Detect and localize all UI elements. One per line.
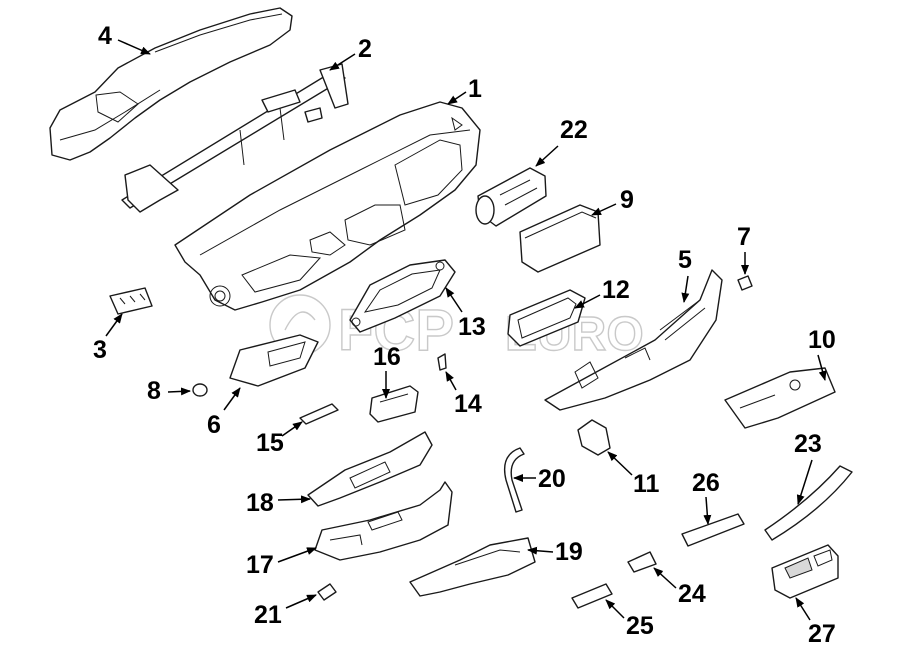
- callout-18: 18: [246, 489, 274, 517]
- callout-16: 16: [373, 343, 401, 371]
- callouts: 1 2 3 4 5 6 7 8 9 10 11 12 13: [93, 22, 836, 648]
- part-14-clip: [437, 353, 447, 371]
- part-22-column-housing: [475, 167, 547, 227]
- part-11-bracket: [577, 419, 611, 456]
- callout-27: 27: [808, 620, 836, 648]
- part-1-dashboard: [174, 101, 481, 311]
- callout-14: 14: [454, 390, 482, 418]
- part-10-cover-panel: [724, 367, 836, 429]
- callout-3: 3: [93, 336, 107, 364]
- callout-5: 5: [678, 246, 692, 274]
- part-8-clip: [192, 383, 208, 397]
- callout-6: 6: [207, 411, 221, 439]
- part-26-trim-strip: [681, 513, 745, 547]
- callout-13: 13: [458, 313, 486, 341]
- callout-17: 17: [246, 551, 274, 579]
- part-7-clip: [737, 275, 753, 291]
- part-17-lower-panel: [314, 481, 453, 561]
- callout-2: 2: [358, 35, 372, 63]
- part-18-lower-trim: [307, 431, 433, 507]
- callout-15: 15: [256, 429, 284, 457]
- part-5-console-trim: [544, 269, 723, 411]
- part-27-switch-panel: [771, 544, 839, 599]
- part-13-cluster-bezel: [349, 259, 456, 333]
- part-16-bracket: [369, 385, 419, 423]
- part-25-small-trim: [571, 583, 613, 609]
- part-21-clip: [317, 583, 337, 601]
- callout-26: 26: [692, 469, 720, 497]
- callout-12: 12: [602, 276, 630, 304]
- part-6-knee-panel: [229, 334, 319, 387]
- part-23-curved-trim: [764, 465, 853, 541]
- part-2-support-beam: [121, 63, 349, 213]
- part-12-trim-bezel: [507, 289, 586, 347]
- part-19-floor-panel: [409, 537, 536, 597]
- part-3-vent: [109, 287, 153, 315]
- callout-24: 24: [678, 580, 706, 608]
- part-15-small-trim: [299, 403, 339, 425]
- callout-4: 4: [98, 22, 112, 50]
- callout-9: 9: [620, 186, 634, 214]
- callout-22: 22: [560, 116, 588, 144]
- callout-10: 10: [808, 326, 836, 354]
- part-4-dash-top-cover: [49, 7, 293, 161]
- callout-11: 11: [633, 470, 660, 498]
- part-24-clip: [627, 551, 657, 573]
- callout-7: 7: [737, 223, 751, 251]
- part-20-seal-strip: [503, 447, 525, 513]
- callout-19: 19: [555, 538, 583, 566]
- callout-23: 23: [794, 430, 822, 458]
- callout-20: 20: [538, 465, 566, 493]
- callout-1: 1: [468, 75, 482, 103]
- callout-25: 25: [626, 612, 654, 640]
- part-9-airbag-cover: [519, 204, 601, 273]
- callout-8: 8: [147, 377, 161, 405]
- callout-21: 21: [254, 601, 282, 629]
